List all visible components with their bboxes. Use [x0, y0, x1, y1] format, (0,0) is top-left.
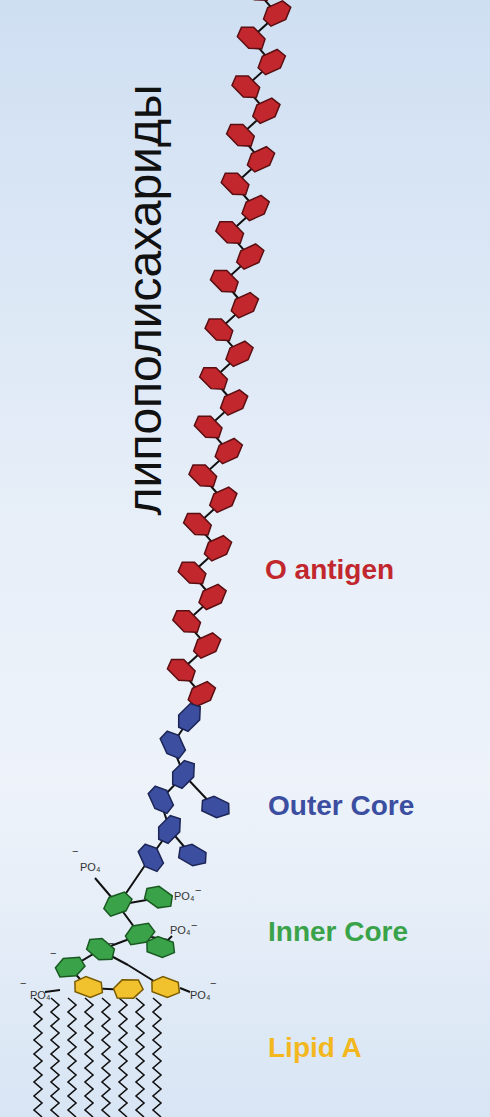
outer-core-sugar — [145, 782, 178, 817]
lipid-a-sugar — [150, 975, 182, 1000]
o-antigen-sugar — [175, 556, 210, 589]
outer-core-sugar — [167, 756, 200, 791]
o-antigen-sugar — [239, 0, 274, 6]
inner-core-sugar — [145, 935, 177, 960]
o-antigen-sugar — [206, 483, 241, 516]
fatty-acid-chain — [119, 998, 127, 1117]
branch-bond — [180, 988, 190, 992]
o-antigen-sugar — [169, 605, 204, 638]
outer-core-sugar — [199, 794, 232, 821]
o-antigen-sugar — [223, 119, 258, 152]
o-antigen-sugar — [254, 45, 289, 78]
fatty-acid-chain — [85, 998, 93, 1117]
fatty-acid-chain — [51, 998, 59, 1117]
charge-sign: − — [20, 978, 26, 989]
phosphate-label: PO₄ — [80, 862, 100, 873]
o-antigen-sugar — [200, 532, 235, 565]
outer-core-sugar — [176, 841, 210, 870]
lipid-a-sugar — [112, 977, 144, 1002]
outer-core-sugar — [135, 840, 168, 875]
charge-sign: − — [72, 846, 78, 857]
o-antigen-sugar — [180, 508, 215, 541]
o-antigen-sugar — [190, 629, 225, 662]
outer-core-sugar — [173, 699, 206, 734]
inner-core-sugar — [100, 888, 135, 920]
o-antigen-sugar — [218, 167, 253, 200]
charge-sign: − — [50, 948, 56, 959]
bonds — [45, 0, 277, 992]
chain-bond — [70, 0, 277, 988]
o-antigen-sugar — [222, 337, 257, 370]
fatty-acid-chain — [136, 998, 144, 1117]
fatty-acid-chain — [153, 998, 161, 1117]
o-antigen-sugar — [229, 70, 264, 103]
o-antigen-sugar — [186, 459, 221, 492]
fatty-acid-chain — [102, 998, 110, 1117]
part-name: O antigen — [265, 556, 394, 584]
o-antigen-sugar — [195, 580, 230, 613]
charge-sign: − — [195, 885, 201, 896]
charge-sign: − — [191, 920, 197, 931]
lipid-tails — [34, 998, 161, 1117]
phosphate-label: PO₄ — [170, 925, 190, 936]
charge-sign: − — [210, 978, 216, 989]
fatty-acid-chain — [34, 998, 42, 1117]
o-antigen-sugar — [243, 143, 278, 176]
charge-sign: − — [108, 938, 114, 949]
phosphate-label: PO₄ — [30, 990, 50, 1001]
part-name: Outer Core — [268, 792, 414, 820]
o-antigen-sugar — [234, 22, 269, 55]
o-antigen-sugar — [212, 216, 247, 249]
outer-core-sugar — [157, 727, 190, 762]
o-antigen-sugar — [249, 94, 284, 127]
o-antigen-sugar — [191, 411, 226, 444]
vertical-title: липополисахариды — [121, 85, 169, 516]
part-name: Lipid A — [268, 1034, 362, 1062]
inner-core-sugar — [142, 882, 177, 912]
fatty-acid-chain — [68, 998, 76, 1117]
o-antigen-sugar — [216, 386, 251, 419]
o-antigen-sugar — [233, 240, 268, 273]
outer-core-sugar — [153, 811, 186, 846]
o-antigen-sugar — [207, 265, 242, 298]
part-name: Inner Core — [268, 918, 408, 946]
lipid-a-sugar — [73, 975, 105, 1000]
phosphate-label: PO₄ — [174, 891, 194, 902]
o-antigen-sugar — [238, 191, 273, 224]
o-antigen-sugar — [227, 288, 262, 321]
o-antigen-sugar — [260, 0, 295, 30]
o-antigen-sugar — [164, 654, 199, 687]
inner-core-sugar — [54, 953, 87, 980]
inner-core-sugar — [83, 933, 118, 965]
o-antigen-sugar — [211, 434, 246, 467]
o-antigen-sugar — [202, 313, 237, 346]
sugars — [54, 0, 295, 1001]
phosphate-label: PO₄ — [190, 990, 210, 1001]
o-antigen-sugar — [196, 362, 231, 395]
